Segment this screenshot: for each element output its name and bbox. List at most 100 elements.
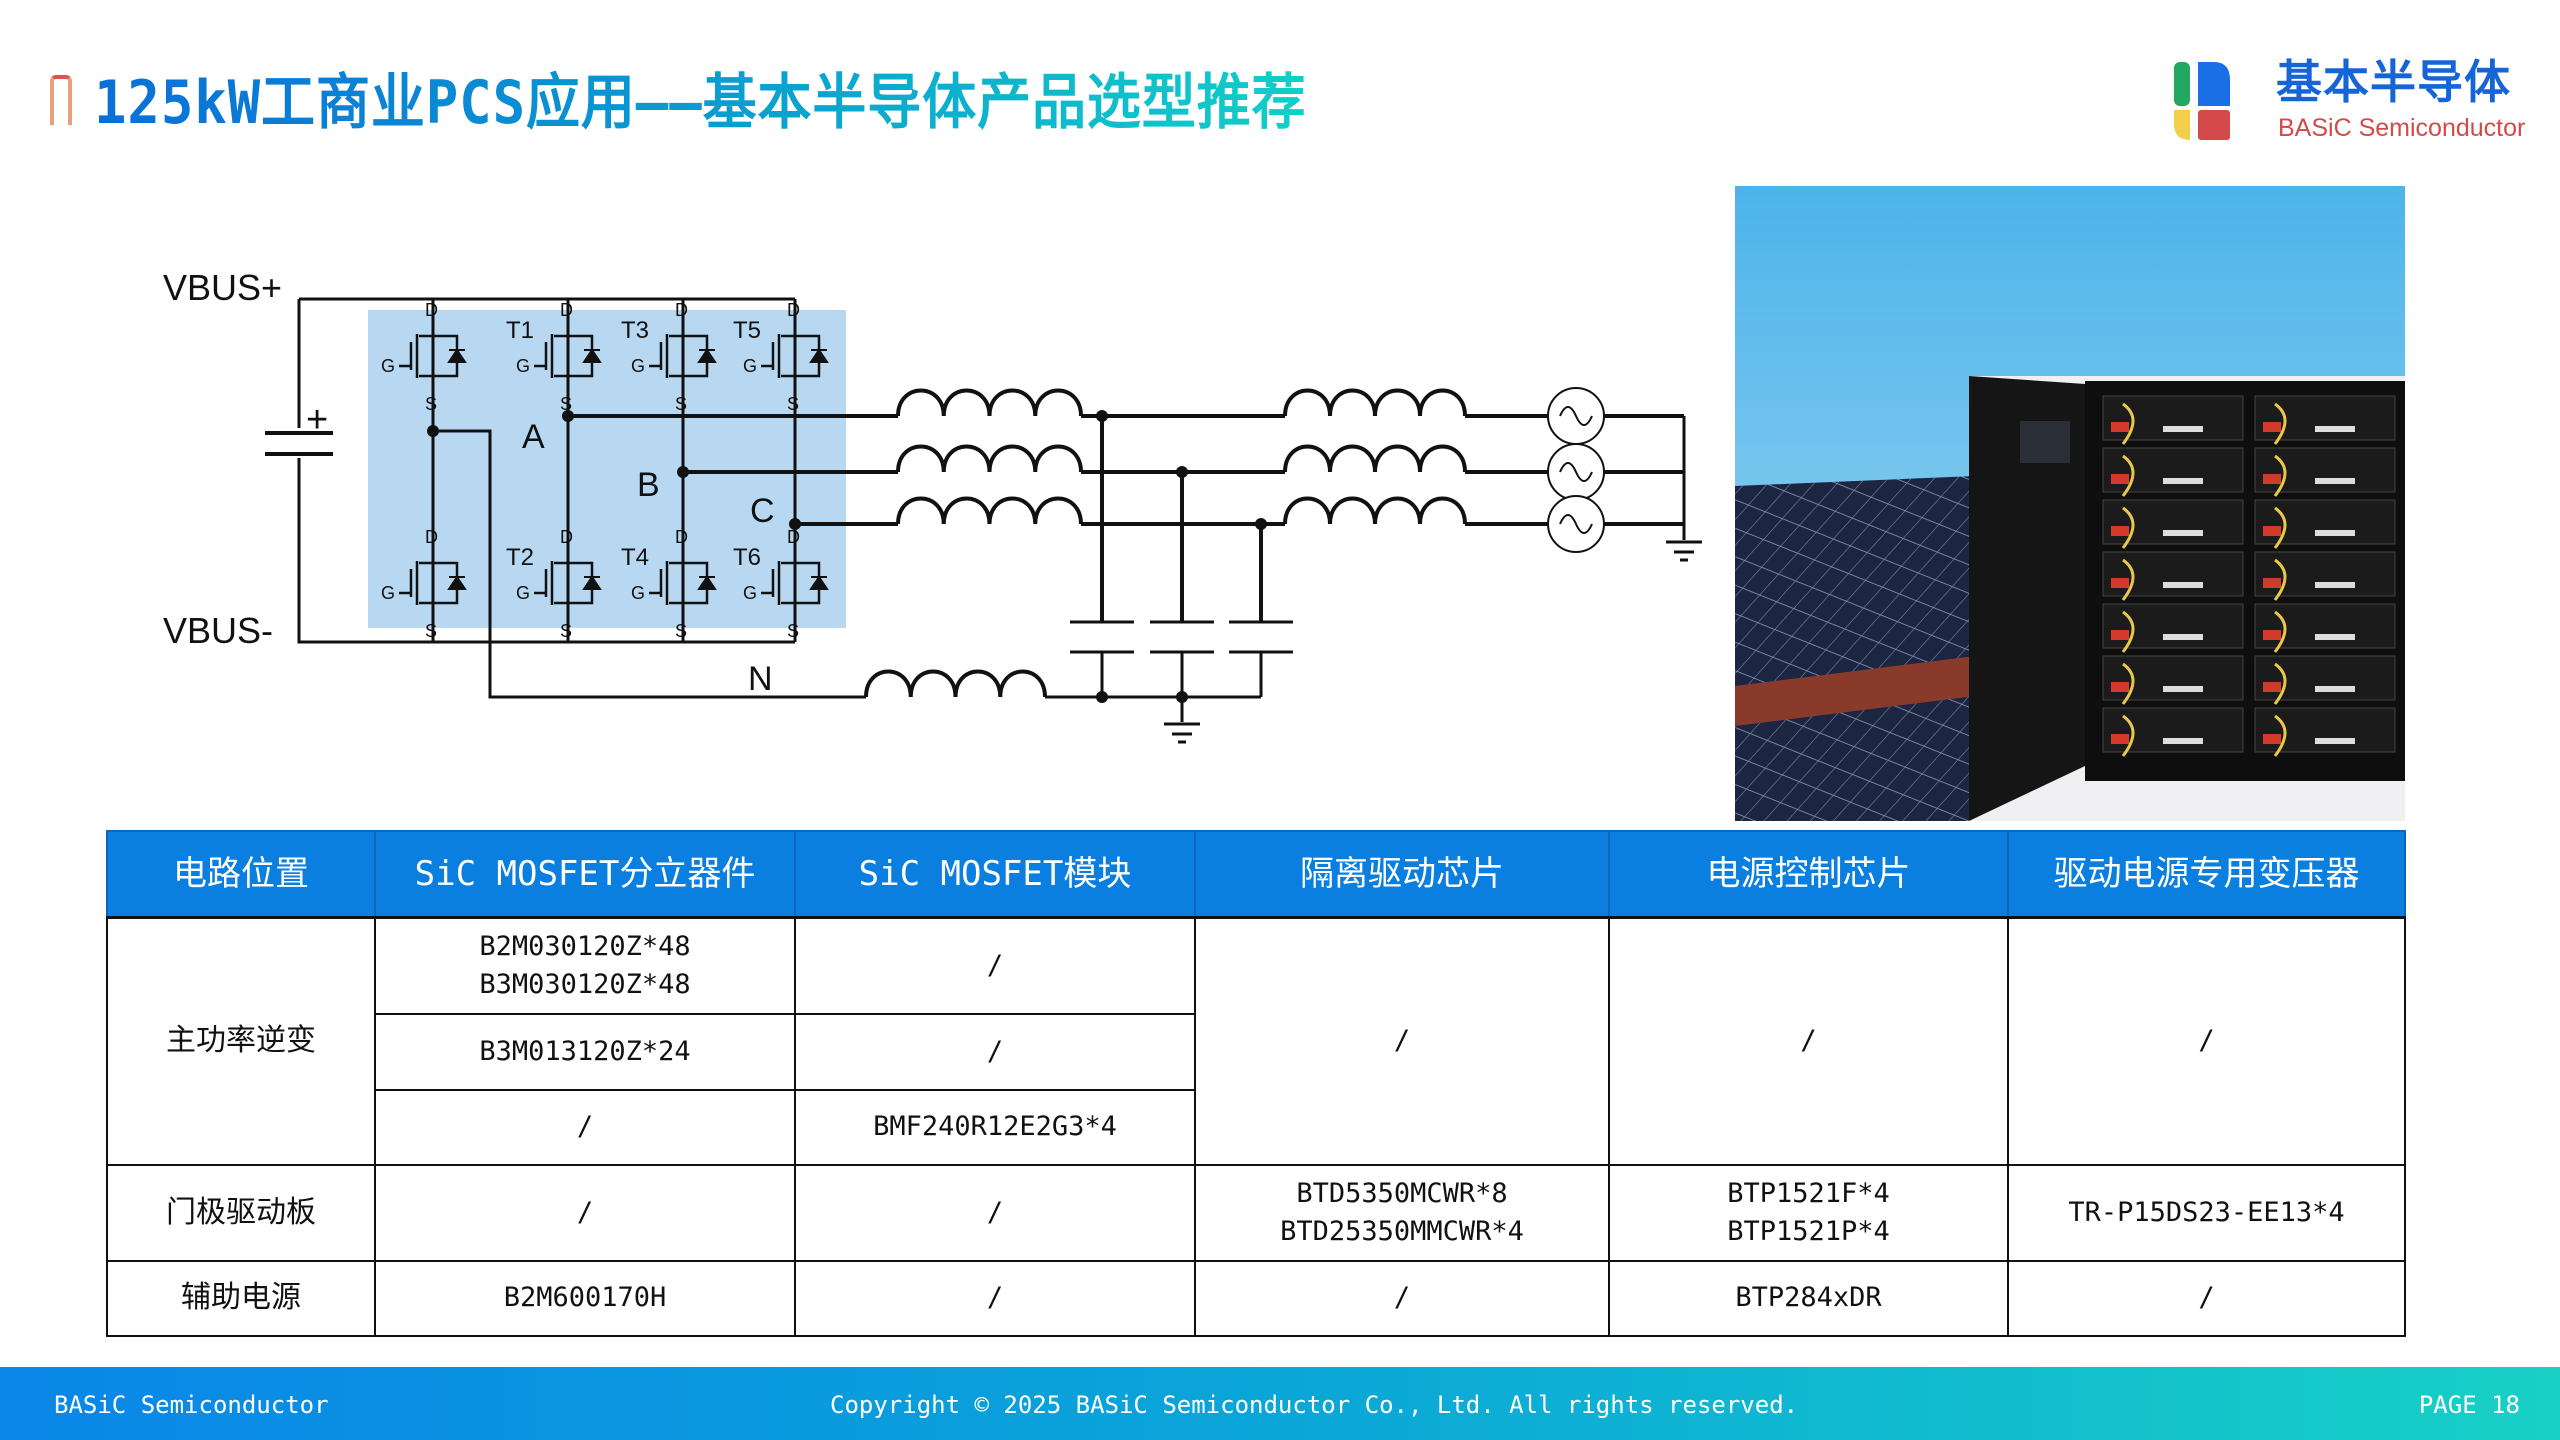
red-connector <box>2263 630 2281 640</box>
switch-label: T1 <box>506 317 534 344</box>
battery-module <box>2102 395 2244 441</box>
pin-d-label: D <box>560 527 573 547</box>
pin-s-label: S <box>787 621 799 641</box>
pin-g-label: G <box>743 356 757 376</box>
battery-module <box>2254 499 2396 545</box>
yellow-cable <box>2273 558 2287 601</box>
logo-mark-icon <box>2174 62 2230 140</box>
yellow-cable <box>2121 558 2135 601</box>
pin-d-label: D <box>425 527 438 547</box>
pin-d-label: D <box>787 527 800 547</box>
sine-wave-icon <box>1559 462 1593 482</box>
yellow-cable <box>2121 662 2135 705</box>
red-connector <box>2263 474 2281 484</box>
inductor <box>1283 496 1467 525</box>
inductor <box>864 669 1047 698</box>
cell-value: BTD5350MCWR*8 <box>1296 1177 1508 1209</box>
col-header-discrete: SiC MOSFET分立器件 <box>374 830 796 919</box>
red-connector <box>2111 734 2129 744</box>
table-header-row: 电路位置 SiC MOSFET分立器件 SiC MOSFET模块 隔离驱动芯片 … <box>106 830 2406 919</box>
row-label-gate-driver: 门极驱动板 <box>106 1163 376 1262</box>
pin-g-label: G <box>743 583 757 603</box>
switch-label: T2 <box>506 544 534 571</box>
col-header-transformer: 驱动电源专用变压器 <box>2007 830 2406 919</box>
col-header-driver: 隔离驱动芯片 <box>1194 830 1610 919</box>
sine-wave-icon <box>1559 406 1593 426</box>
pin-d-label: D <box>675 300 688 320</box>
switch-label: T3 <box>621 317 649 344</box>
red-connector <box>2263 422 2281 432</box>
red-connector <box>2263 682 2281 692</box>
pin-s-label: S <box>560 621 572 641</box>
battery-module <box>2102 603 2244 649</box>
pin-d-label: D <box>560 300 573 320</box>
pin-s-label: S <box>425 394 437 414</box>
cell-transformer: TR-P15DS23-EE13*4 <box>2007 1163 2406 1262</box>
page-title-text: 125kW工商业PCS应用——基本半导体产品选型推荐 <box>94 54 1307 141</box>
sic-module-highlight <box>368 310 846 628</box>
red-connector <box>2263 578 2281 588</box>
red-connector <box>2111 682 2129 692</box>
body-diode-icon <box>582 348 602 363</box>
pin-d-label: D <box>425 300 438 320</box>
mosfet-switch: D S G <box>381 300 467 414</box>
battery-module <box>2254 603 2396 649</box>
footer-copyright: Copyright © 2025 BASiC Semiconductor Co.… <box>830 1391 1799 1419</box>
inductor <box>1283 388 1467 417</box>
battery-module <box>2254 655 2396 701</box>
yellow-cable <box>2121 402 2135 445</box>
circuit-wires <box>265 297 1702 744</box>
cell-module: / <box>794 1259 1196 1337</box>
product-selection-table: 电路位置 SiC MOSFET分立器件 SiC MOSFET模块 隔离驱动芯片 … <box>106 830 2406 1337</box>
mosfet-switch: D S G T6 <box>733 527 829 641</box>
module-label <box>2315 530 2355 536</box>
pin-s-label: S <box>560 394 572 414</box>
cell-transformer: / <box>2007 1259 2406 1337</box>
pin-g-label: G <box>381 356 395 376</box>
col-header-power-ctrl: 电源控制芯片 <box>1608 830 2009 919</box>
cell-discrete: / <box>374 1163 796 1262</box>
cell-transformer: / <box>2007 916 2406 1166</box>
ac-sources <box>1547 387 1605 553</box>
pin-g-label: G <box>631 583 645 603</box>
cell-driver: / <box>1194 1259 1610 1337</box>
battery-module <box>2254 395 2396 441</box>
col-header-position: 电路位置 <box>106 830 376 919</box>
mosfet-switch: DSG <box>381 527 467 641</box>
company-logo: 基本半导体 BASiC Semiconductor <box>2174 55 2525 146</box>
node-b-label: B <box>637 466 660 504</box>
switch-label: T5 <box>733 317 761 344</box>
node-c-label: C <box>750 492 775 530</box>
logo-cn-text: 基本半导体 <box>2276 55 2511 109</box>
cell-power-ctrl: BTP284xDR <box>1608 1259 2009 1337</box>
page-title: 125kW工商业PCS应用——基本半导体产品选型推荐 <box>50 52 1441 142</box>
battery-module <box>2254 551 2396 597</box>
yellow-cable <box>2273 506 2287 549</box>
module-label <box>2315 478 2355 484</box>
module-label <box>2163 634 2203 640</box>
module-label <box>2163 530 2203 536</box>
battery-module <box>2102 447 2244 493</box>
cell-value: B3M030120Z*48 <box>479 968 691 1000</box>
pin-d-label: D <box>787 300 800 320</box>
inductor <box>896 444 1083 473</box>
switch-label: T6 <box>733 544 761 571</box>
red-connector <box>2111 526 2129 536</box>
inductor <box>896 388 1083 417</box>
pin-g-label: G <box>381 583 395 603</box>
junction-dots <box>427 410 1267 703</box>
module-label <box>2315 634 2355 640</box>
yellow-cable <box>2273 714 2287 757</box>
yellow-cable <box>2121 610 2135 653</box>
cell-discrete: B2M600170H <box>374 1259 796 1337</box>
vbus-plus-label: VBUS+ <box>163 267 282 308</box>
cell-value: BTD25350MMCWR*4 <box>1280 1215 1524 1247</box>
yellow-cable <box>2273 402 2287 445</box>
module-label <box>2315 426 2355 432</box>
row-label-main-inverter: 主功率逆变 <box>106 916 376 1166</box>
table-row: B3M013120Z*24 / <box>107 1012 2405 1091</box>
